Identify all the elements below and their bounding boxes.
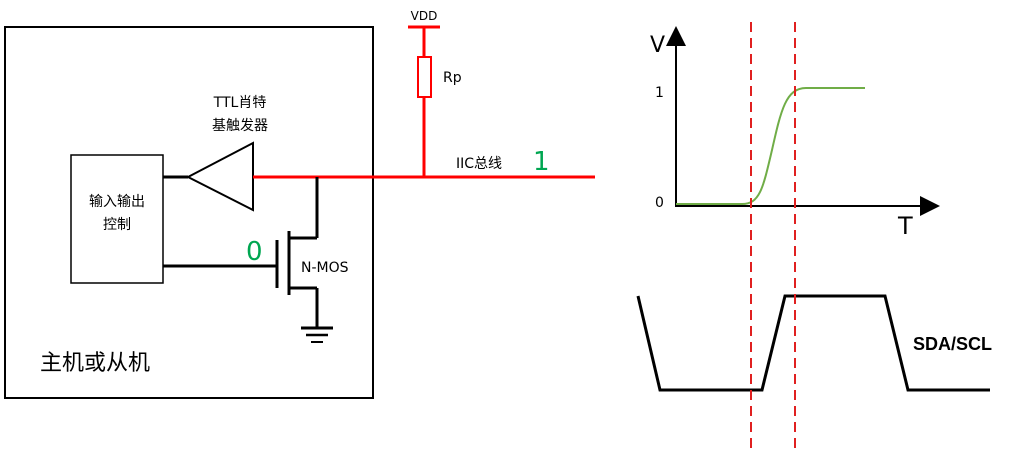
voltage-rise-curve: [676, 87, 865, 205]
ground-icon: [301, 326, 333, 343]
t-axis-label: T: [897, 212, 913, 240]
resistor-label: Rp: [443, 70, 462, 86]
io-control-block: [70, 154, 164, 284]
pullup-resistor: [417, 56, 432, 98]
iic-bus-label: IIC总线: [456, 156, 502, 172]
gate-state-value: 0: [246, 237, 263, 267]
sda-scl-waveform: [636, 294, 990, 392]
io-control-label-line1: 输入输出: [89, 194, 145, 210]
trigger-label-line2: 基触发器: [212, 117, 268, 134]
tick-high-label: 1: [655, 85, 664, 101]
trigger-label-line1: TTL肖特: [213, 95, 267, 111]
mos-label: N-MOS: [301, 260, 349, 276]
schmitt-trigger-symbol: [185, 141, 254, 212]
v-axis-label: V: [650, 33, 665, 58]
sda-scl-label: SDA/SCL: [913, 334, 992, 354]
vdd-label: VDD: [411, 9, 438, 23]
device-box: [4, 26, 374, 399]
bus-state-value: 1: [533, 147, 550, 177]
io-control-label-line2: 控制: [103, 217, 131, 233]
device-box-title: 主机或从机: [40, 351, 150, 376]
tick-low-label: 0: [655, 195, 664, 211]
